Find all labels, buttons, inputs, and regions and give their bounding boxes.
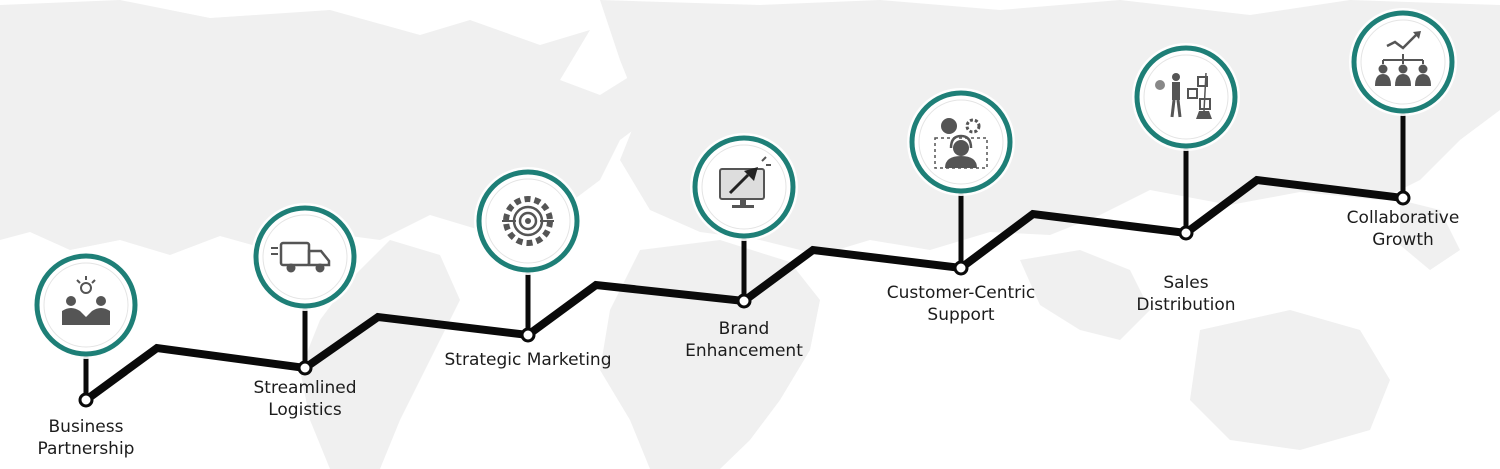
node-ring [1134,45,1238,149]
node-ring [253,205,357,309]
step-node [32,251,140,359]
step-label-line: Streamlined [253,378,357,398]
monitor-megaphone-icon [719,156,771,208]
step-node [690,133,798,241]
team-growth-icon [1375,31,1431,86]
step-label-line: Partnership [37,439,135,459]
step-node [1132,43,1240,151]
waypoint-marker [78,392,94,408]
target-gear-icon [502,196,554,246]
step-label: Strategic Marketing [445,349,612,371]
step-label-line: Enhancement [685,341,803,361]
step-label-line: Logistics [268,400,342,420]
waypoint-marker [520,327,536,343]
customer-support-headset-icon [934,118,988,169]
step-label-line: Distribution [1136,295,1236,315]
step-label-line: Customer-Centric [886,283,1036,303]
step-label-line: Support [927,305,995,325]
waypoint-marker [1395,190,1411,206]
icon-node-layer [32,8,1457,359]
step-label-line: Sales [1163,273,1209,293]
step-node [907,88,1015,196]
step-node [251,203,359,311]
handshake-idea-icon [62,276,110,325]
stem-layer [83,111,1406,400]
step-label-line: Collaborative [1346,208,1460,228]
step-node [1349,8,1457,116]
step-label-line: Brand [718,319,770,339]
salesman-gifts-icon [1155,72,1212,119]
step-label-line: Business [48,417,124,437]
waypoint-marker [736,293,752,309]
step-label-line: Growth [1372,230,1434,250]
node-ring [34,253,138,357]
step-label-line: Strategic Marketing [444,350,612,370]
step-node [474,167,582,275]
waypoint-marker [953,260,969,276]
delivery-truck-icon [271,241,331,273]
waypoint-marker [297,360,313,376]
waypoint-layer [78,190,1411,408]
waypoint-marker [1178,225,1194,241]
